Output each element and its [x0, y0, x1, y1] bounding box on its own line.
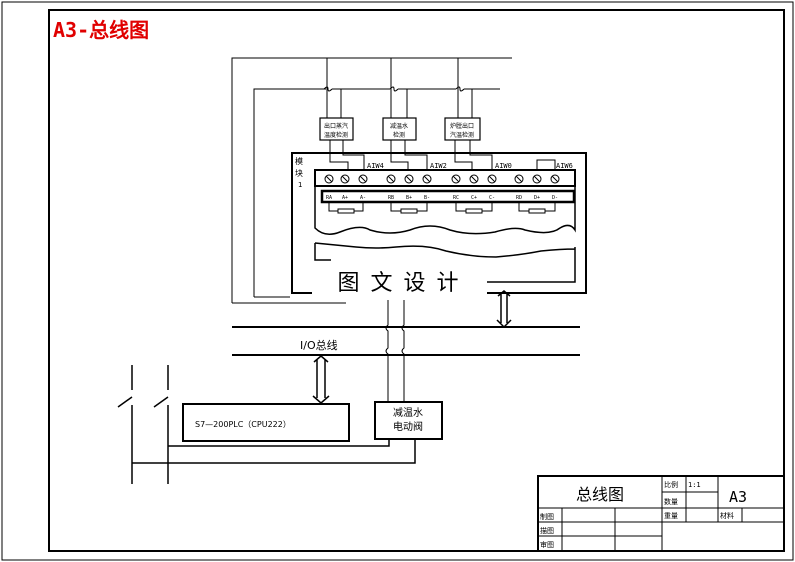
- terminal-label: B-: [424, 195, 430, 201]
- svg-text:温度检测: 温度检测: [324, 131, 348, 139]
- terminal-strip: [314, 169, 576, 187]
- terminal-label: RB: [388, 195, 394, 201]
- svg-text:出口蒸汽: 出口蒸汽: [324, 122, 348, 130]
- drawing-title: A3-总线图: [53, 18, 149, 42]
- svg-text:块: 块: [295, 168, 303, 178]
- svg-text:数量: 数量: [664, 497, 678, 506]
- terminal-screw: [340, 174, 350, 184]
- terminal-label-strip: [320, 189, 576, 204]
- rtd-wire: [328, 202, 364, 212]
- inner-frame: [48, 9, 785, 552]
- sensor-output-wires: [329, 140, 556, 170]
- terminal-screw: [324, 174, 334, 184]
- svg-text:描图: 描图: [540, 526, 554, 535]
- svg-text:电动阀: 电动阀: [393, 420, 423, 433]
- terminal-label: C-: [489, 195, 495, 201]
- svg-text:材料: 材料: [720, 511, 734, 520]
- terminal-label: D+: [534, 195, 540, 201]
- svg-text:减温水: 减温水: [390, 122, 408, 130]
- resistor-icon: [400, 208, 418, 214]
- terminal-label: RC: [453, 195, 459, 201]
- sensor-1: 出口蒸汽 温度检测: [319, 117, 354, 141]
- svg-text:重量: 重量: [664, 512, 678, 520]
- terminal-screws: [324, 174, 560, 184]
- terminal-label: C+: [471, 195, 477, 201]
- bidirectional-arrow-plc: [312, 355, 330, 404]
- svg-text:汽温检测: 汽温检测: [450, 131, 474, 139]
- terminal-labels: RA A+ A- RB B+ B- RC C+ C- RD D+ D-: [326, 195, 558, 201]
- terminal-label: RD: [516, 195, 522, 201]
- port-label-3: AIW0: [495, 162, 512, 170]
- svg-text:审图: 审图: [540, 540, 554, 549]
- terminal-screw: [532, 174, 542, 184]
- svg-text:比例: 比例: [664, 480, 678, 489]
- bidirectional-arrow-module: [496, 290, 512, 329]
- sensor-2: 减温水 检测: [382, 117, 417, 141]
- terminal-screw: [550, 174, 560, 184]
- terminal-label: A+: [342, 195, 348, 201]
- io-bus-label: I/O总线: [300, 338, 338, 352]
- sensor-3: 炉膛出口 汽温检测: [444, 117, 481, 141]
- port-label-1: AIW4: [367, 162, 384, 170]
- terminal-screw: [422, 174, 432, 184]
- feed-wires: [231, 57, 512, 304]
- terminal-screw: [469, 174, 479, 184]
- terminal-label: D-: [552, 195, 558, 201]
- power-switches: [117, 365, 416, 484]
- scale-value: 1:1: [688, 481, 701, 489]
- plc-box: [182, 403, 350, 442]
- module-break-lines: [314, 186, 576, 283]
- terminal-screw: [404, 174, 414, 184]
- terminal-screw: [451, 174, 461, 184]
- title-block: [537, 475, 785, 552]
- rtd-wire: [518, 202, 556, 212]
- title-block-name: 总线图: [576, 485, 624, 504]
- svg-text:制图: 制图: [540, 512, 554, 521]
- svg-text:1: 1: [298, 181, 302, 189]
- resistor-icon: [465, 208, 483, 214]
- terminal-screw: [386, 174, 396, 184]
- terminal-screw: [487, 174, 497, 184]
- rtd-resistors: [328, 202, 556, 214]
- terminal-label: RA: [326, 195, 332, 201]
- terminal-screw: [514, 174, 524, 184]
- plc-label: S7—200PLC（CPU222）: [195, 420, 291, 429]
- rtd-wire: [455, 202, 493, 212]
- rtd-wire: [390, 202, 428, 212]
- svg-text:减温水: 减温水: [393, 407, 423, 419]
- terminal-screw: [358, 174, 368, 184]
- port-label-2: AIW2: [430, 162, 447, 170]
- sheet-size: A3: [729, 488, 747, 506]
- svg-text:检测: 检测: [393, 131, 405, 139]
- valve-wires: [385, 300, 405, 402]
- watermark: 图 文 设 计: [338, 271, 461, 296]
- resistor-icon: [528, 208, 546, 214]
- watermark-bg: [312, 262, 487, 300]
- svg-text:炉膛出口: 炉膛出口: [450, 122, 474, 130]
- terminal-label: A-: [360, 195, 366, 201]
- terminal-label: B+: [406, 195, 412, 201]
- valve-box: [374, 401, 443, 440]
- resistor-icon: [337, 208, 355, 214]
- port-label-4: AIW6: [556, 162, 573, 170]
- module-label: 模: [295, 156, 303, 166]
